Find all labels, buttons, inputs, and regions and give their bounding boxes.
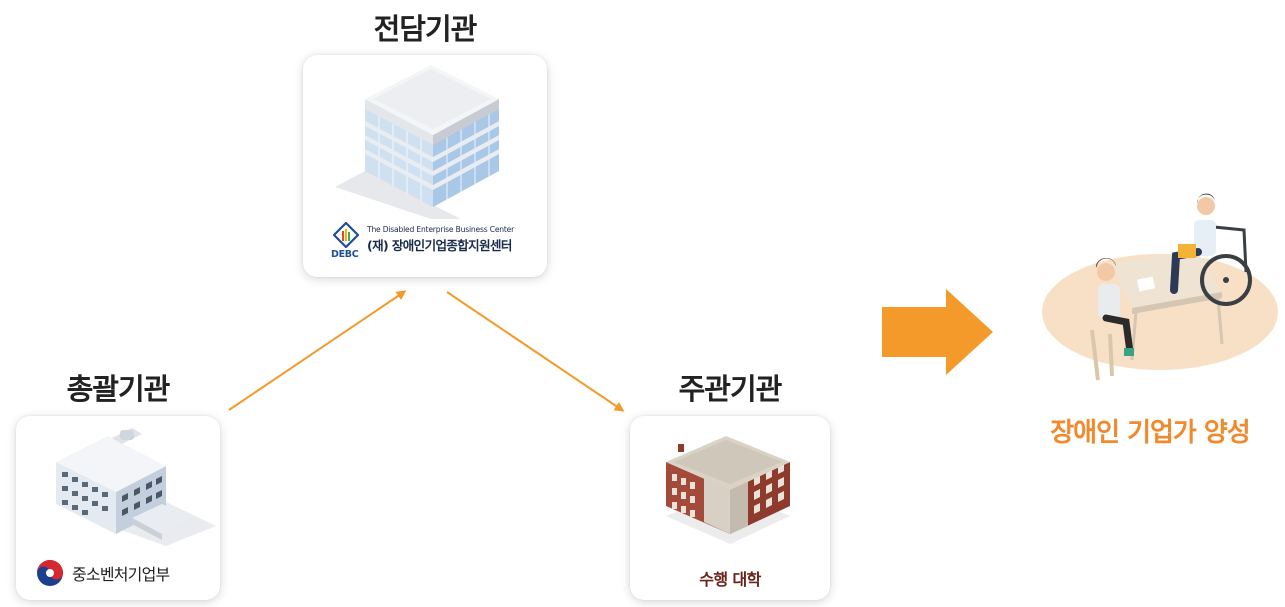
taegeuk-emblem-icon	[37, 560, 63, 586]
ministry-block: 중소벤처기업부	[36, 559, 170, 587]
arrow-dedicated-to-host	[446, 291, 625, 412]
host-agency-heading: 주관기관	[678, 372, 783, 406]
supervising-agency-card: 중소벤처기업부	[16, 416, 220, 600]
ministry-name: 중소벤처기업부	[72, 565, 170, 584]
dedicated-agency-card: DEBC The Disabled Enterprise Business Ce…	[303, 55, 547, 277]
host-agency-card: 수행 대학	[630, 416, 830, 600]
debc-abbr: DEBC	[331, 249, 359, 260]
dedicated-agency-heading: 전담기관	[373, 12, 478, 46]
arrow-supervising-to-dedicated	[228, 290, 407, 411]
university-building-icon	[666, 436, 790, 544]
ministry-building-icon	[56, 428, 216, 546]
big-arrow-right-icon	[882, 289, 993, 375]
debc-name-en: The Disabled Enterprise Business Center	[367, 224, 515, 234]
office-building-icon	[335, 65, 499, 219]
result-label: 장애인 기업가 양성	[1050, 418, 1250, 448]
debc-logo-block: DEBC The Disabled Enterprise Business Ce…	[331, 222, 514, 262]
university-name: 수행 대학	[699, 570, 761, 589]
debc-logo-icon: DEBC	[331, 222, 361, 262]
debc-name-ko: (재) 장애인기업종합지원센터	[367, 237, 512, 253]
supervising-agency-heading: 총괄기관	[66, 372, 171, 406]
